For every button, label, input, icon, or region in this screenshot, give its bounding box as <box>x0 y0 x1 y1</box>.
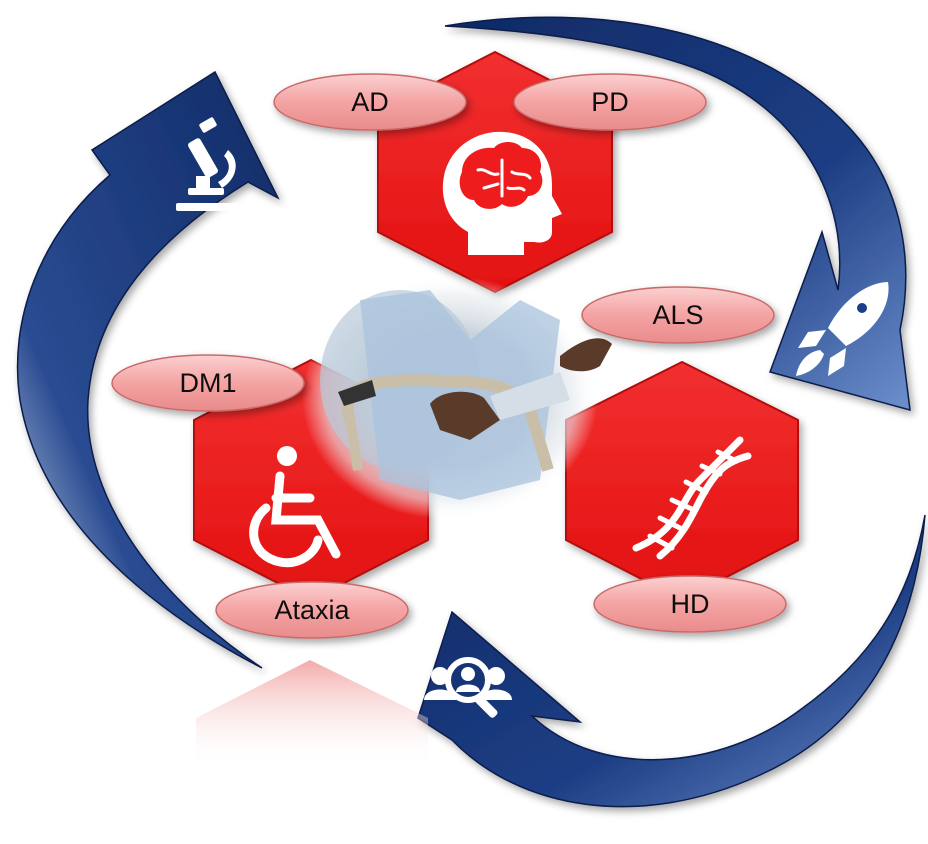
left-cycle-arrow <box>16 70 280 669</box>
label-ad-text: AD <box>351 87 389 117</box>
people-search-icon <box>424 657 512 718</box>
wheelchair-icon <box>249 446 341 568</box>
patient-walker-photo <box>302 276 612 520</box>
brain-head-icon <box>442 131 562 255</box>
right-cycle-arrow <box>444 16 911 412</box>
label-ataxia: Ataxia <box>215 581 409 639</box>
label-dm1-text: DM1 <box>179 368 236 398</box>
label-als: ALS <box>581 286 775 344</box>
label-pd-text: PD <box>591 87 629 117</box>
label-als-text: ALS <box>652 300 703 330</box>
dna-icon <box>632 436 752 560</box>
hexagon-dna <box>565 360 799 602</box>
hexagon-reflection <box>196 660 428 770</box>
label-ataxia-text: Ataxia <box>274 595 350 625</box>
label-hd-text: HD <box>671 589 710 619</box>
label-dm1: DM1 <box>111 354 305 412</box>
label-hd: HD <box>593 575 787 633</box>
label-ad: AD <box>273 73 467 131</box>
rocket-icon <box>796 282 889 376</box>
microscope-icon <box>176 117 238 211</box>
label-pd: PD <box>513 73 707 131</box>
bottom-cycle-arrow <box>417 514 926 808</box>
